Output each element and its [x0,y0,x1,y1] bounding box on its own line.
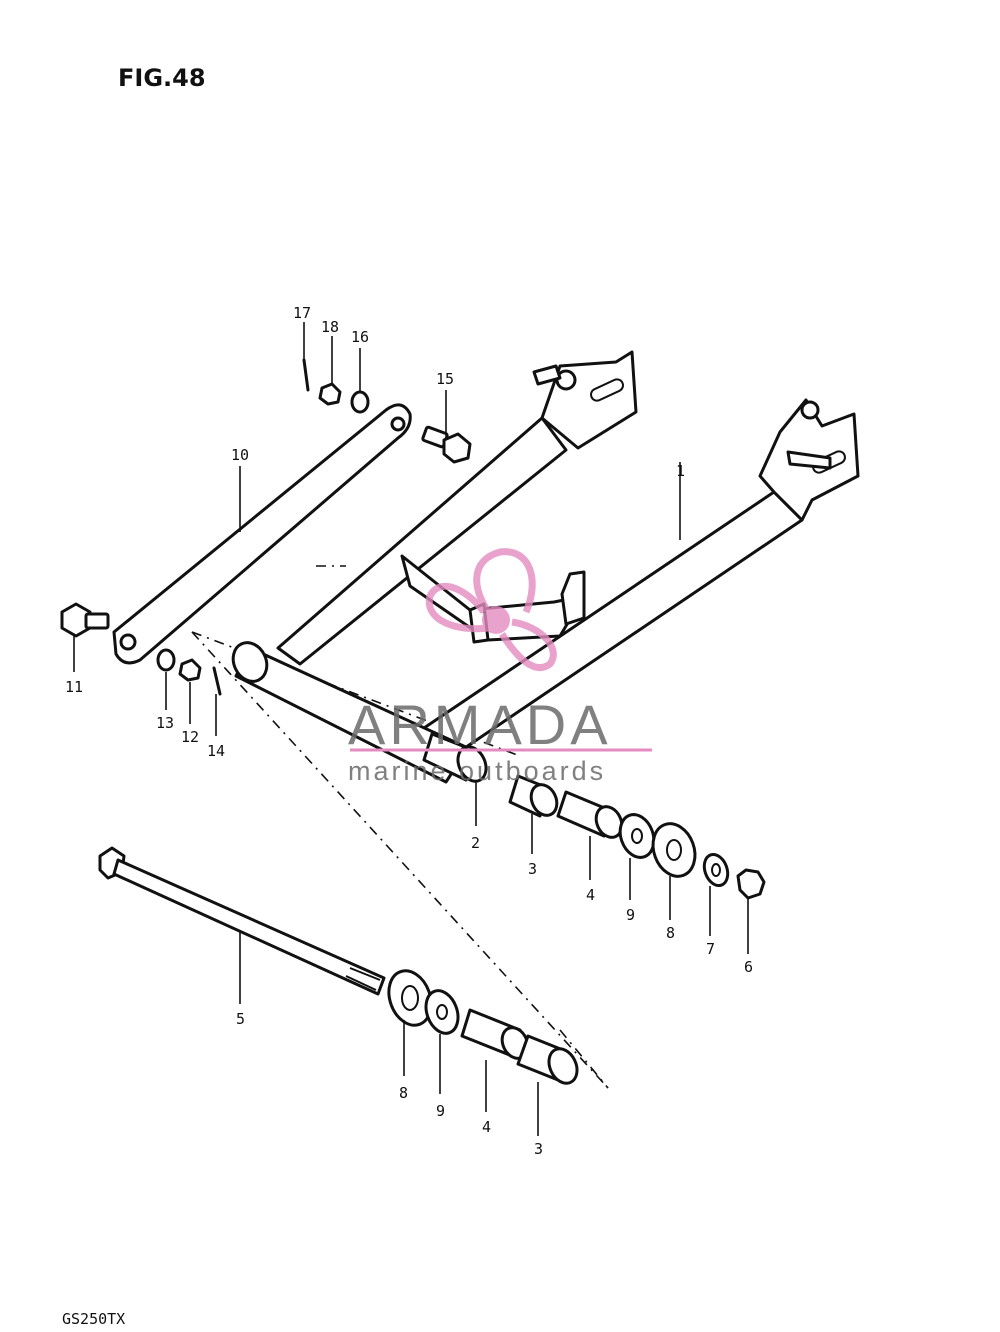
seal-8-upper [651,822,697,878]
callout-3-upper: 3 [528,860,537,878]
callout-5: 5 [236,1010,245,1028]
callout-9-upper: 9 [626,906,635,924]
bolt-11 [60,602,110,638]
spacer-4-upper [556,790,624,839]
callout-11: 11 [65,678,83,696]
watermark-brand: ARMADA [348,693,612,756]
washer-7 [702,853,730,887]
figure-title: FIG.48 [118,64,206,92]
callout-10: 10 [231,446,249,464]
callout-6: 6 [744,958,753,976]
callout-14: 14 [207,742,225,760]
callout-8-upper: 8 [666,924,675,942]
washer-13 [156,648,176,672]
callout-numbers: 1 2 3 4 9 8 7 6 5 8 9 4 3 10 11 12 13 14… [65,304,753,1158]
swing-arm [231,350,860,784]
model-code: GS250TX [62,1310,125,1328]
nut-18 [318,382,342,406]
cotter-pin-17 [302,358,310,392]
callout-4-upper: 4 [586,886,595,904]
bolt-15 [421,425,472,464]
cotter-pin-14 [212,666,222,696]
callout-7: 7 [706,940,715,958]
bearing-3-lower [516,1034,579,1085]
callout-8-lower: 8 [399,1084,408,1102]
watermark-tagline: marine outboards [348,756,606,786]
propeller-logo-icon [425,548,557,672]
nut-12 [178,658,202,682]
callout-2: 2 [471,834,480,852]
pivot-shaft [98,846,386,996]
callout-16: 16 [351,328,369,346]
callout-15: 15 [436,370,454,388]
callout-1: 1 [676,462,685,480]
leader-lines [73,322,749,1136]
callout-17: 17 [293,304,311,322]
callout-9-lower: 9 [436,1102,445,1120]
bearing-3-upper [508,774,559,818]
torque-link [112,403,412,665]
callout-12: 12 [181,728,199,746]
callout-4-lower: 4 [482,1118,491,1136]
nut-6 [736,868,766,900]
watermark: ARMADA marine outboards [348,548,652,786]
washer-9-upper [618,813,656,859]
callout-18: 18 [321,318,339,336]
washer-9-lower [424,989,460,1035]
callout-3-lower: 3 [534,1140,543,1158]
washer-16 [350,390,370,414]
seal-8-lower [387,969,433,1027]
callout-13: 13 [156,714,174,732]
